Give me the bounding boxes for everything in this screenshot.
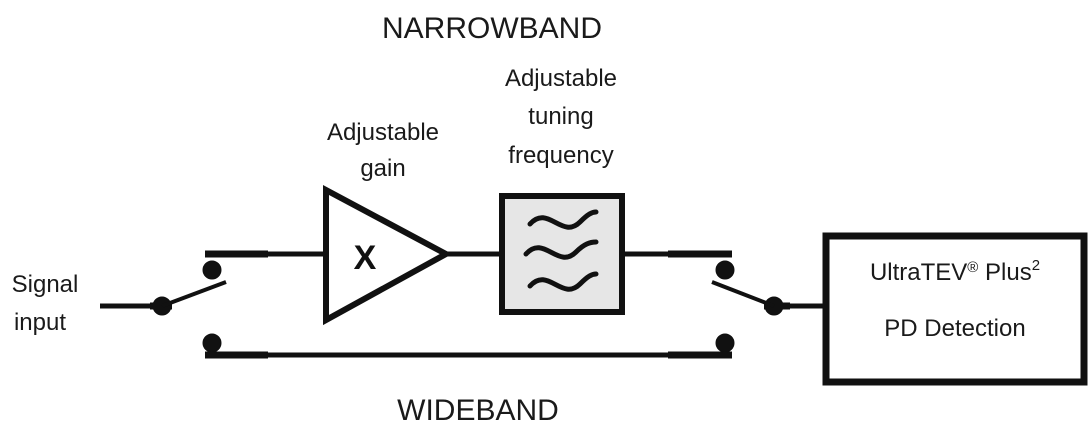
amplifier-symbol: X (354, 239, 377, 277)
bandpass-filter-icon (499, 193, 625, 315)
signal-input-label: Signal (12, 271, 79, 298)
signal-input-label-line2: input (14, 309, 66, 336)
detector-name: UltraTEV® Plus2 (870, 257, 1040, 286)
detector-box: UltraTEV® Plus2 PD Detection (822, 232, 1088, 386)
detector-subtitle: PD Detection (884, 315, 1025, 342)
narrowband-title: NARROWBAND (382, 12, 602, 45)
gain-label-line2: gain (360, 155, 405, 182)
output-switch-icon[interactable] (668, 250, 790, 359)
amplifier-triangle-icon: X (323, 185, 453, 326)
registered-mark: ® (967, 259, 978, 276)
superscript-2: 2 (1032, 257, 1040, 274)
tuning-label: Adjustable (505, 65, 617, 92)
tuning-label-line2: tuning (528, 103, 593, 130)
input-switch-icon[interactable] (150, 250, 268, 359)
gain-label: Adjustable (327, 119, 439, 146)
wideband-title: WIDEBAND (397, 394, 559, 427)
tuning-label-line3: frequency (508, 142, 613, 169)
